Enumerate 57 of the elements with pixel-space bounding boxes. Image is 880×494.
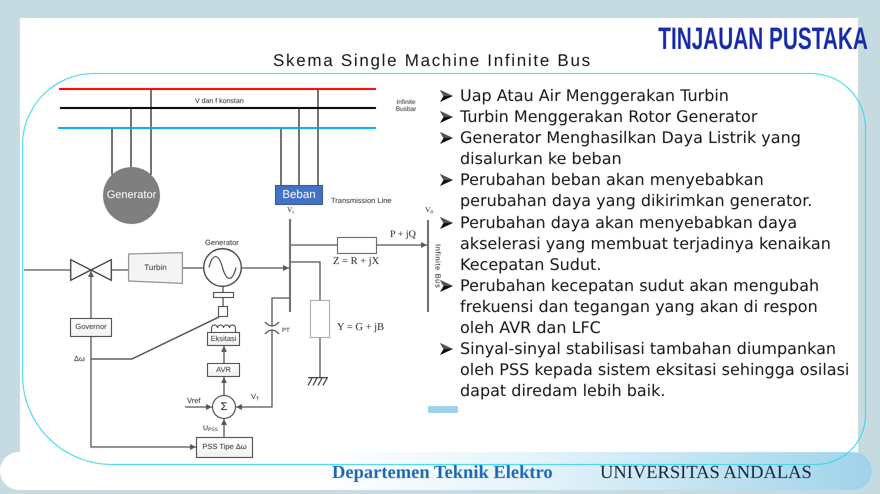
bullet-text: Generator Menghasilkan Daya Listrik yang disalurkan ke beban <box>460 127 802 170</box>
turbine-shape <box>128 252 183 284</box>
impedance-box <box>337 237 377 254</box>
arrow <box>242 265 289 271</box>
arrow <box>236 336 273 410</box>
bullet-text: Perubahan kecepatan sudut akan mengubah frekuensi dan tegangan yang akan di respon oleh AVR dan LFC <box>460 274 820 338</box>
node-label: Σ <box>220 400 228 414</box>
connector-line <box>291 244 337 246</box>
connector-line <box>271 297 289 320</box>
ac-generator-symbol <box>203 248 242 287</box>
slide-title: TINJAUAN PUSTAKA <box>658 21 868 57</box>
bullet-text: Uap Atau Air Menggerakan Turbin <box>460 85 730 106</box>
busbar-line <box>58 127 376 129</box>
bullet-text: Perubahan daya akan menyebabkan daya akselerasi yang membuat terjadinya kenaikan Kecepatan Sudut. <box>460 212 832 275</box>
load-box <box>275 185 323 205</box>
ground-symbol <box>306 377 330 386</box>
footer-text: UNIVERSITAS ANDALAS <box>600 462 812 484</box>
node-label: Generator <box>106 189 156 202</box>
node-label: Beban <box>282 188 316 202</box>
connector-line <box>24 269 70 271</box>
connector-line <box>222 287 224 306</box>
arrow <box>221 377 227 395</box>
connector-line <box>150 90 152 176</box>
connector-line <box>130 108 132 168</box>
sensor-box <box>218 306 228 317</box>
valve-symbol <box>70 259 112 281</box>
arrow <box>377 242 427 248</box>
connector-line <box>183 267 203 269</box>
arrow <box>221 346 227 363</box>
avr-box <box>207 363 240 377</box>
arrow <box>88 271 94 318</box>
connector-line <box>298 108 300 186</box>
bullet-text: Turbin Menggerakan Rotor Generator <box>460 106 758 128</box>
edge-label: P + jQ <box>389 229 417 240</box>
arrow <box>221 419 227 437</box>
bus-line <box>289 219 291 312</box>
bullet-text: Perubahan beban akan menyebabkan perubahan daya yang dikirimkan generator. <box>460 169 814 212</box>
symbol-label: Y = G + jB <box>337 322 384 334</box>
exciter-box <box>207 332 240 346</box>
connector-line <box>319 338 321 377</box>
bus-line <box>427 220 429 312</box>
governor-box <box>70 318 112 337</box>
symbol-label: Z = R + jX <box>333 256 380 268</box>
admittance-box <box>310 300 330 338</box>
arrow <box>90 316 220 450</box>
bullet-text: Sinyal-sinyal stabilisasi tambahan diumpankan oleh PSS kepada sistem eksitasi sehingga osilasi dapat diredam lebih baik. <box>460 338 850 402</box>
slide-subtitle: Skema Single Machine Infinite Bus <box>273 51 592 71</box>
transformer-symbol <box>264 320 280 336</box>
arrow <box>185 404 212 410</box>
pss-box <box>196 437 253 458</box>
busbar-line <box>59 88 376 90</box>
busbar-line <box>60 107 376 109</box>
connector-line <box>280 128 282 186</box>
connector-line <box>112 269 128 271</box>
connector-line <box>291 261 321 300</box>
node-label: Turbin <box>144 264 167 272</box>
footer-text: Departemen Teknik Elektro <box>332 462 553 484</box>
